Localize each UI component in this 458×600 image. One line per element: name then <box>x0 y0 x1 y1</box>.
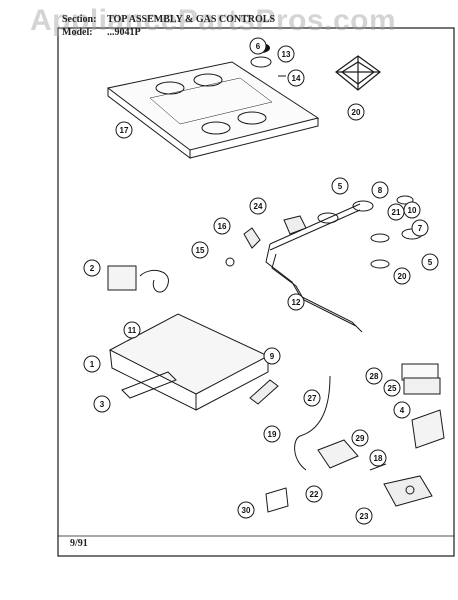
svg-text:4: 4 <box>400 406 405 415</box>
callout-5: 5 <box>331 177 349 195</box>
section-value: TOP ASSEMBLY & GAS CONTROLS <box>107 14 276 25</box>
clip-part <box>265 487 289 513</box>
callout-7: 7 <box>411 219 429 237</box>
cooktop-panel <box>106 61 320 160</box>
callout-layer: 1234556789101112131415161719182020212223… <box>83 37 439 525</box>
svg-text:20: 20 <box>398 272 407 281</box>
regulator-part <box>107 265 169 293</box>
svg-text:20: 20 <box>352 108 361 117</box>
svg-text:29: 29 <box>356 434 365 443</box>
burner-assembly <box>265 195 423 333</box>
callout-13: 13 <box>277 45 295 63</box>
gas-valve-parts <box>225 215 307 267</box>
svg-text:1: 1 <box>90 360 95 369</box>
callout-6: 6 <box>249 37 267 55</box>
svg-text:15: 15 <box>196 246 205 255</box>
callout-10: 10 <box>403 201 421 219</box>
callout-8: 8 <box>371 181 389 199</box>
callout-16: 16 <box>213 217 231 235</box>
callout-1: 1 <box>83 355 101 373</box>
svg-text:5: 5 <box>338 182 343 191</box>
thermostat-tube <box>249 375 331 471</box>
switch-block <box>401 363 441 395</box>
callout-24: 24 <box>249 197 267 215</box>
callout-25: 25 <box>383 379 401 397</box>
svg-text:18: 18 <box>374 454 383 463</box>
burner-box <box>108 313 270 411</box>
svg-text:25: 25 <box>388 384 397 393</box>
model-label: Model: <box>62 27 93 38</box>
svg-text:12: 12 <box>292 298 301 307</box>
svg-text:24: 24 <box>254 202 263 211</box>
callout-19: 19 <box>263 425 281 443</box>
callout-9: 9 <box>263 347 281 365</box>
callout-23: 23 <box>355 507 373 525</box>
callout-20: 20 <box>393 267 411 285</box>
callout-2: 2 <box>83 259 101 277</box>
svg-text:23: 23 <box>360 512 369 521</box>
svg-text:11: 11 <box>128 326 137 335</box>
svg-text:2: 2 <box>90 264 95 273</box>
callout-14: 14 <box>287 69 305 87</box>
ring-part <box>250 56 272 68</box>
svg-text:28: 28 <box>370 372 379 381</box>
bracket-part <box>411 409 445 449</box>
svg-text:7: 7 <box>418 224 423 233</box>
callout-22: 22 <box>305 485 323 503</box>
svg-text:19: 19 <box>268 430 277 439</box>
callout-29: 29 <box>351 429 369 447</box>
callout-11: 11 <box>123 321 141 339</box>
oven-control <box>317 439 387 471</box>
svg-text:9: 9 <box>270 352 275 361</box>
callout-15: 15 <box>191 241 209 259</box>
callout-20: 20 <box>347 103 365 121</box>
callout-21: 21 <box>387 203 405 221</box>
callout-12: 12 <box>287 293 305 311</box>
callout-3: 3 <box>93 395 111 413</box>
callout-28: 28 <box>365 367 383 385</box>
svg-text:3: 3 <box>100 400 105 409</box>
watermark: AppliancePartsPros.com <box>30 4 397 37</box>
callout-27: 27 <box>303 389 321 407</box>
svg-text:6: 6 <box>256 42 261 51</box>
svg-text:27: 27 <box>308 394 317 403</box>
svg-text:13: 13 <box>282 50 291 59</box>
svg-text:30: 30 <box>242 506 251 515</box>
svg-text:21: 21 <box>392 208 401 217</box>
svg-text:8: 8 <box>378 186 383 195</box>
callout-30: 30 <box>237 501 255 519</box>
section-label: Section: <box>62 14 97 25</box>
callout-5: 5 <box>421 253 439 271</box>
svg-text:16: 16 <box>218 222 227 231</box>
svg-text:5: 5 <box>428 258 433 267</box>
page-frame <box>57 27 455 557</box>
svg-text:10: 10 <box>408 206 417 215</box>
svg-text:14: 14 <box>292 74 301 83</box>
igniter-part <box>383 475 433 507</box>
model-value: ...9041P <box>107 27 141 38</box>
burner-grate <box>335 55 381 91</box>
svg-text:22: 22 <box>310 490 319 499</box>
callout-4: 4 <box>393 401 411 419</box>
svg-text:17: 17 <box>120 126 129 135</box>
callout-18: 18 <box>369 449 387 467</box>
callout-17: 17 <box>115 121 133 139</box>
revision-date: 9/91 <box>70 538 88 549</box>
